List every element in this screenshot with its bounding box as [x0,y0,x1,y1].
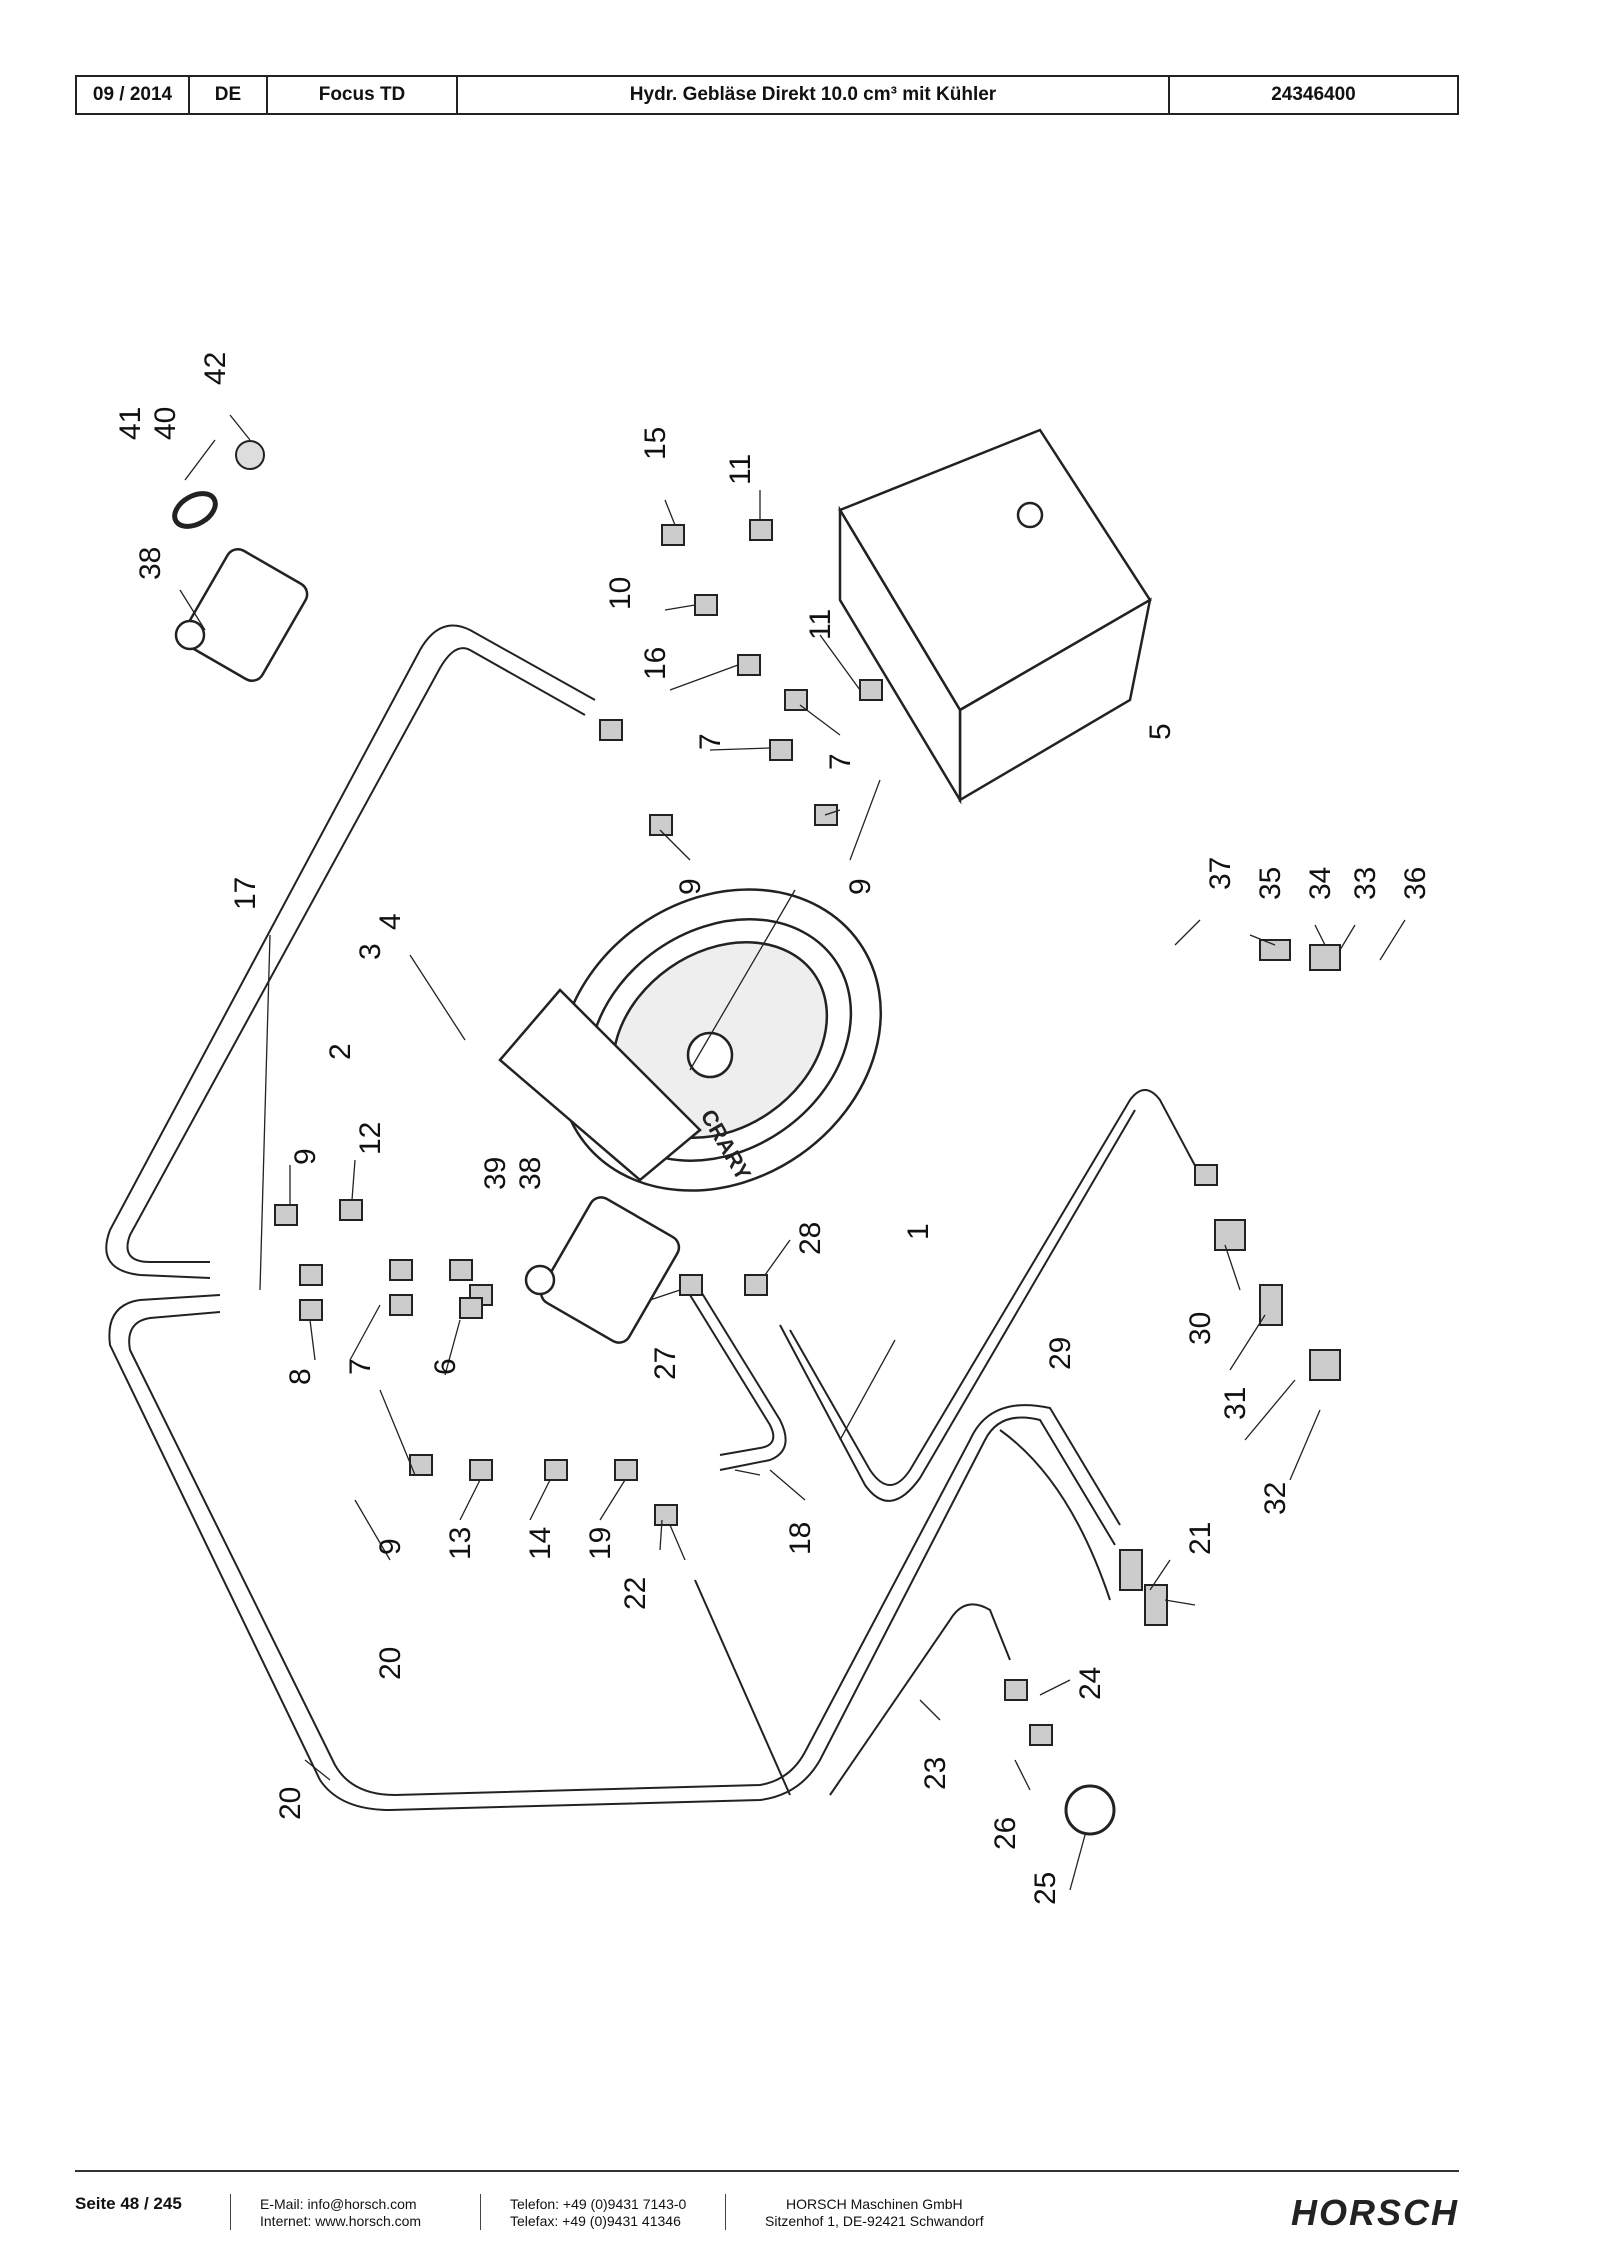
callout-34: 34 [1304,867,1337,900]
footer-company-block: HORSCH Maschinen GmbH Sitzenhof 1, DE-92… [765,2196,984,2230]
header-title: Hydr. Gebläse Direkt 10.0 cm³ mit Kühler [458,77,1170,113]
header-language: DE [190,77,268,113]
callout-38-a: 38 [134,547,167,580]
hydraulic-motor [174,548,681,1344]
hose-29 [789,1089,1201,1486]
hose-18-inner [689,1294,775,1456]
callout-31: 31 [1219,1387,1252,1420]
callout-26: 26 [989,1817,1022,1850]
callout-40: 40 [149,407,182,440]
cooler-box [838,428,1152,805]
hose-29-inner [779,1109,1136,1502]
callout-20-b: 20 [374,1647,407,1680]
header-table: 09 / 2014 DE Focus TD Hydr. Gebläse Dire… [75,75,1459,115]
callout-42: 42 [199,352,232,385]
callout-2: 2 [324,1043,357,1060]
callout-11-a: 11 [724,454,757,485]
footer: Seite 48 / 245 E-Mail: info@horsch.com I… [75,2190,1459,2240]
footer-email: E-Mail: info@horsch.com [260,2196,417,2212]
callout-6: 6 [429,1358,462,1375]
callout-9-c: 9 [674,878,707,895]
footer-separator [480,2194,481,2230]
callout-7-b: 7 [694,733,727,750]
diagram-svg: CRARY [105,352,1432,1905]
callout-29: 29 [1044,1337,1077,1370]
callout-28: 28 [794,1222,827,1255]
callout-15: 15 [639,427,672,460]
o-ring [172,491,218,529]
callout-27: 27 [649,1347,682,1380]
plug-42 [235,440,265,470]
callout-7-a: 7 [344,1358,377,1375]
callout-3: 3 [354,943,387,960]
callout-22: 22 [619,1577,652,1610]
footer-internet: Internet: www.horsch.com [260,2213,422,2229]
hose-22 [694,1579,791,1796]
horsch-logo: HORSCH [1290,2192,1459,2233]
blower-housing: CRARY [498,888,882,1192]
callout-32: 32 [1259,1482,1292,1515]
callout-17: 17 [229,877,262,910]
callout-5: 5 [1144,723,1177,740]
callout-35: 35 [1254,867,1287,900]
callout-33: 33 [1349,867,1382,900]
hose-21 [999,1429,1111,1601]
manometer [1064,1784,1116,1836]
callout-21: 21 [1184,1522,1217,1555]
fittings [274,519,1341,1746]
hose-20 [108,1294,1116,1812]
footer-contact-phone: Telefon: +49 (0)9431 7143-0 Telefax: +49… [510,2196,686,2230]
callout-41: 41 [114,407,147,440]
hose-17-inner [126,647,586,1263]
callout-38-b: 38 [514,1157,547,1190]
callout-25: 25 [1029,1872,1062,1905]
callout-1: 1 [902,1223,935,1240]
footer-address: Sitzenhof 1, DE-92421 Schwandorf [765,2213,984,2229]
footer-phone: Telefon: +49 (0)9431 7143-0 [510,2196,687,2212]
callout-7-c: 7 [824,753,857,770]
footer-separator [230,2194,231,2230]
callout-labels: 1 2 3 4 5 6 7 7 7 8 9 9 9 9 10 11 11 12 … [114,352,1432,1905]
hose-18 [699,1289,787,1471]
callout-16: 16 [639,647,672,680]
footer-company: HORSCH Maschinen GmbH [786,2196,963,2212]
callout-18: 18 [784,1522,817,1555]
hose-20-inner [128,1311,1121,1797]
page-number: Seite 48 / 245 [75,2194,182,2213]
callout-9-d: 9 [844,878,877,895]
callout-13: 13 [444,1527,477,1560]
header-model: Focus TD [268,77,458,113]
hose-17 [105,624,596,1279]
footer-separator [725,2194,726,2230]
hose-23 [829,1603,1011,1796]
callout-37: 37 [1204,857,1237,890]
header-part-number: 24346400 [1271,84,1356,105]
callout-10: 10 [604,577,637,610]
header-date: 09 / 2014 [77,77,190,113]
footer-contact-web: E-Mail: info@horsch.com Internet: www.ho… [260,2196,421,2230]
callout-39: 39 [479,1157,512,1190]
footer-divider [75,2170,1459,2172]
callout-9-a: 9 [289,1148,322,1165]
callout-30: 30 [1184,1312,1217,1345]
callout-11-b: 11 [804,609,837,640]
footer-fax: Telefax: +49 (0)9431 41346 [510,2213,681,2229]
callout-24: 24 [1074,1667,1107,1700]
callout-12: 12 [354,1122,387,1155]
callout-14: 14 [524,1527,557,1560]
callout-19: 19 [584,1527,617,1560]
callout-4: 4 [374,913,407,930]
callout-8: 8 [284,1368,317,1385]
exploded-parts-diagram: CRARY [0,300,1600,2000]
callout-9-b: 9 [374,1538,407,1555]
callout-20-a: 20 [274,1787,307,1820]
callout-23: 23 [919,1757,952,1790]
callout-36: 36 [1399,867,1432,900]
